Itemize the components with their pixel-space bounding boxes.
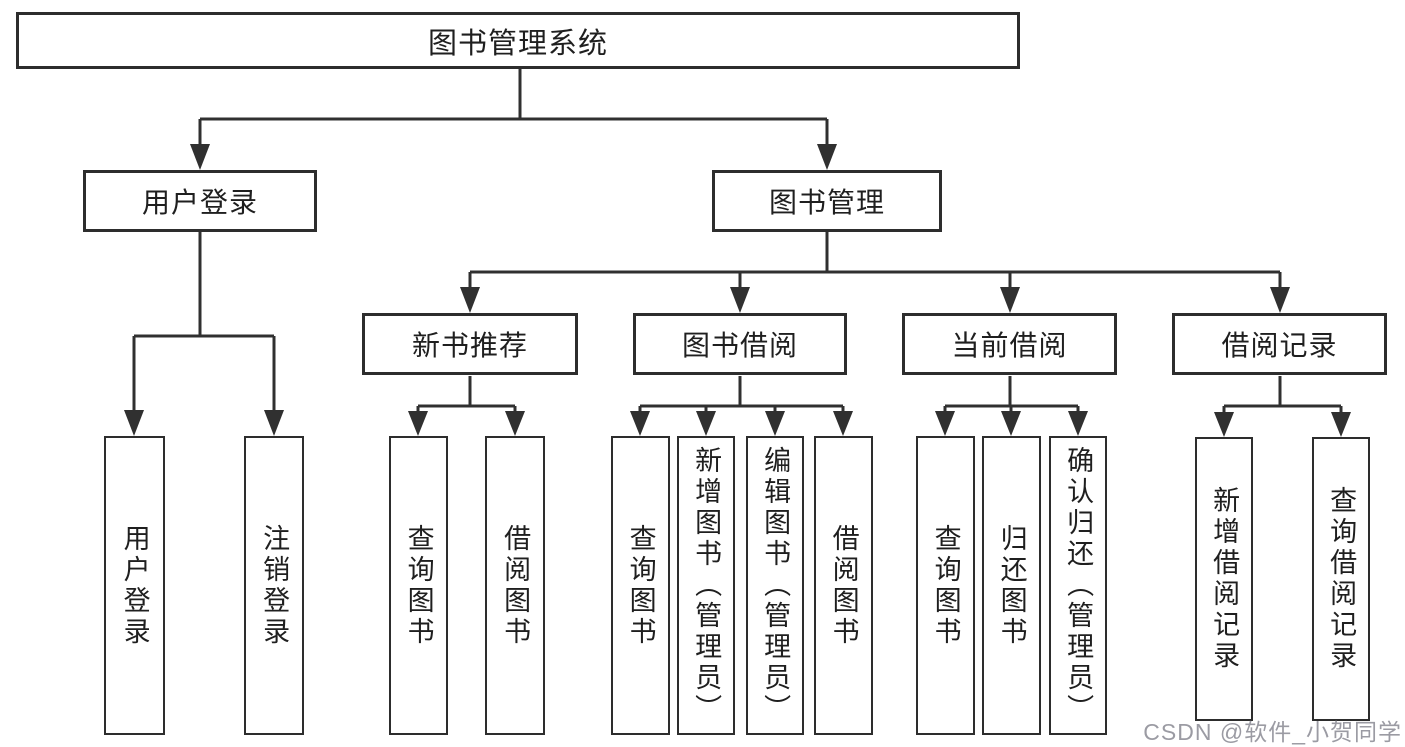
arrow-down-icon (264, 410, 284, 436)
arrowheads-level3 (460, 287, 1290, 313)
leaf-borrow-edit-books-label: 编辑图书（管理员） (760, 446, 791, 725)
arrow-down-icon (1214, 412, 1234, 437)
leaf-current-query-books: 查询图书 (916, 436, 975, 735)
leaf-recommend-borrow-books: 借阅图书 (485, 436, 545, 735)
leaf-current-confirm-return-label: 确认归还（管理员） (1063, 446, 1094, 725)
leaf-borrow-edit-books: 编辑图书（管理员） (746, 436, 804, 735)
leaf-current-confirm-return: 确认归还（管理员） (1049, 436, 1107, 735)
arrow-down-icon (833, 411, 853, 436)
leaf-borrow-borrow-books-label: 借阅图书 (828, 523, 859, 648)
node-borrow-records: 借阅记录 (1172, 313, 1387, 375)
arrow-down-icon (124, 410, 144, 436)
arrow-down-icon (505, 411, 525, 436)
leaf-current-return-books-label: 归还图书 (996, 523, 1027, 648)
leaf-borrow-query-books: 查询图书 (611, 436, 670, 735)
arrow-down-icon (1331, 412, 1351, 437)
arrow-down-icon (1270, 287, 1290, 313)
arrow-down-icon (1000, 287, 1020, 313)
connector-user-login-to-leaves (132, 232, 276, 411)
arrow-down-icon (190, 144, 210, 170)
node-library-management-system: 图书管理系统 (16, 12, 1020, 69)
leaf-recommend-query-books: 查询图书 (389, 436, 448, 735)
leaf-logout: 注销登录 (244, 436, 304, 735)
arrowheads-borrow (630, 411, 853, 436)
leaf-user-login-label: 用户登录 (119, 523, 150, 648)
node-current-borrow: 当前借阅 (902, 313, 1117, 375)
node-user-login: 用户登录 (83, 170, 317, 232)
arrowheads-recommend (408, 411, 525, 436)
leaf-records-query-record-label: 查询借阅记录 (1326, 486, 1357, 672)
leaf-records-add-record: 新增借阅记录 (1195, 437, 1253, 721)
leaf-recommend-query-books-label: 查询图书 (403, 523, 434, 648)
arrow-down-icon (935, 411, 955, 436)
node-new-book-recommend: 新书推荐 (362, 313, 578, 375)
arrow-down-icon (696, 411, 716, 436)
arrow-down-icon (630, 411, 650, 436)
leaf-current-query-books-label: 查询图书 (930, 523, 961, 648)
arrowheads-records (1214, 412, 1351, 437)
csdn-watermark: CSDN @软件_小贺同学 (1143, 719, 1402, 745)
connector-book-management-to-level3 (468, 232, 1282, 288)
leaf-records-query-record: 查询借阅记录 (1312, 437, 1370, 721)
leaf-current-return-books: 归还图书 (982, 436, 1041, 735)
leaf-borrow-borrow-books: 借阅图书 (814, 436, 873, 735)
arrow-down-icon (730, 287, 750, 313)
leaf-borrow-add-books-label: 新增图书（管理员） (691, 446, 722, 725)
leaf-borrow-query-books-label: 查询图书 (625, 523, 656, 648)
connector-recommend-to-leaves (416, 376, 517, 412)
connector-root-to-level2 (198, 69, 829, 145)
connector-records-to-leaves (1222, 376, 1343, 412)
arrow-down-icon (1068, 411, 1088, 436)
node-book-management: 图书管理 (712, 170, 942, 232)
arrowheads-current (935, 411, 1088, 436)
arrow-down-icon (460, 287, 480, 313)
leaf-user-login: 用户登录 (104, 436, 165, 735)
arrowheads-user-login (124, 410, 284, 436)
node-book-borrow: 图书借阅 (633, 313, 847, 375)
connector-current-to-leaves (943, 376, 1080, 412)
arrow-down-icon (765, 411, 785, 436)
leaf-borrow-add-books: 新增图书（管理员） (677, 436, 735, 735)
leaf-logout-label: 注销登录 (259, 523, 290, 648)
leaf-records-add-record-label: 新增借阅记录 (1209, 486, 1240, 672)
arrowheads-level2 (190, 144, 837, 170)
leaf-recommend-borrow-books-label: 借阅图书 (500, 523, 531, 648)
arrow-down-icon (817, 144, 837, 170)
arrow-down-icon (408, 411, 428, 436)
connector-borrow-to-leaves (638, 376, 845, 412)
arrow-down-icon (1001, 411, 1021, 436)
